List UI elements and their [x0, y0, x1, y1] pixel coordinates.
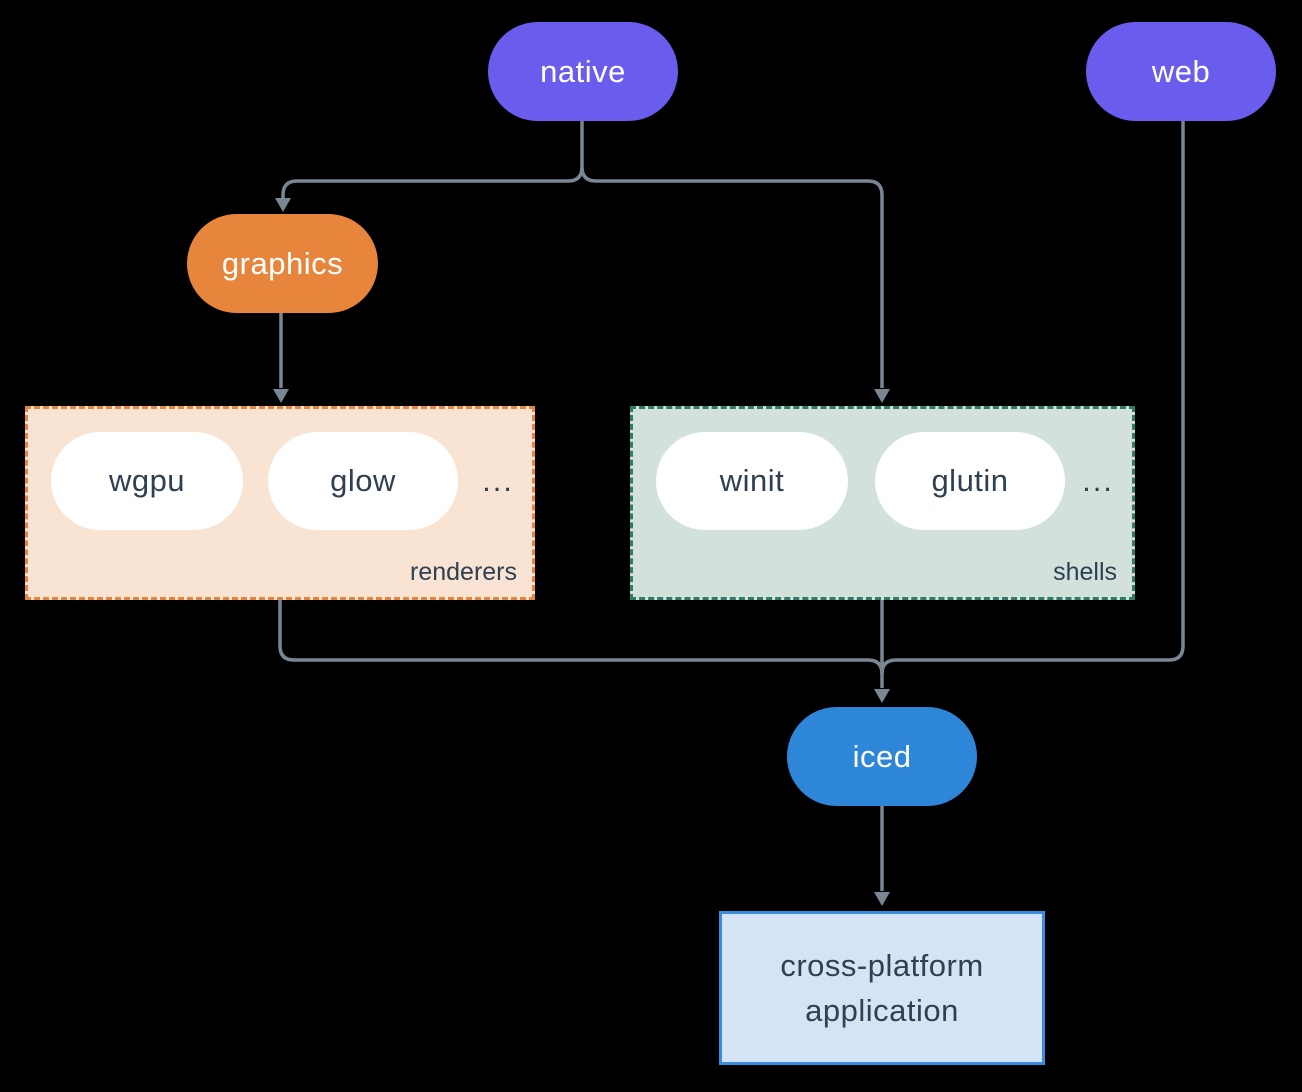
node-web: web: [1086, 22, 1276, 121]
app-label-line2: application: [805, 993, 959, 1028]
node-graphics: graphics: [187, 214, 378, 313]
node-web-label: web: [1151, 53, 1211, 89]
group-renderers: wgpu glow ... renderers: [25, 406, 535, 600]
edge-native-graphics: [281, 121, 584, 198]
node-cross-platform-application: cross-platform application: [719, 911, 1045, 1065]
group-renderers-label: renderers: [410, 558, 517, 586]
node-glutin: glutin: [875, 432, 1065, 530]
node-wgpu: wgpu: [51, 432, 243, 530]
edge-native-shells: [580, 166, 884, 388]
group-shells: winit glutin ... shells: [630, 406, 1135, 600]
node-glow: glow: [268, 432, 458, 530]
app-label-line1: cross-platform: [780, 948, 984, 983]
arrowhead-renderers: [273, 389, 289, 403]
edge-renderers-junction: [278, 600, 884, 675]
node-iced-label: iced: [852, 738, 912, 774]
arrowhead-shells: [874, 389, 890, 403]
node-glow-label: glow: [330, 463, 396, 498]
arrowhead-app: [874, 892, 890, 906]
node-native: native: [488, 22, 678, 121]
shells-ellipsis: ...: [1082, 463, 1114, 498]
arrowhead-graphics: [275, 198, 291, 212]
node-glutin-label: glutin: [931, 463, 1009, 498]
node-winit-label: winit: [719, 463, 785, 498]
node-iced: iced: [787, 707, 977, 806]
group-shells-label: shells: [1053, 558, 1117, 586]
node-native-label: native: [540, 53, 626, 89]
node-wgpu-label: wgpu: [108, 463, 186, 498]
arrowhead-iced: [874, 689, 890, 703]
renderers-ellipsis: ...: [482, 463, 514, 498]
node-graphics-label: graphics: [221, 245, 344, 281]
node-winit: winit: [656, 432, 848, 530]
